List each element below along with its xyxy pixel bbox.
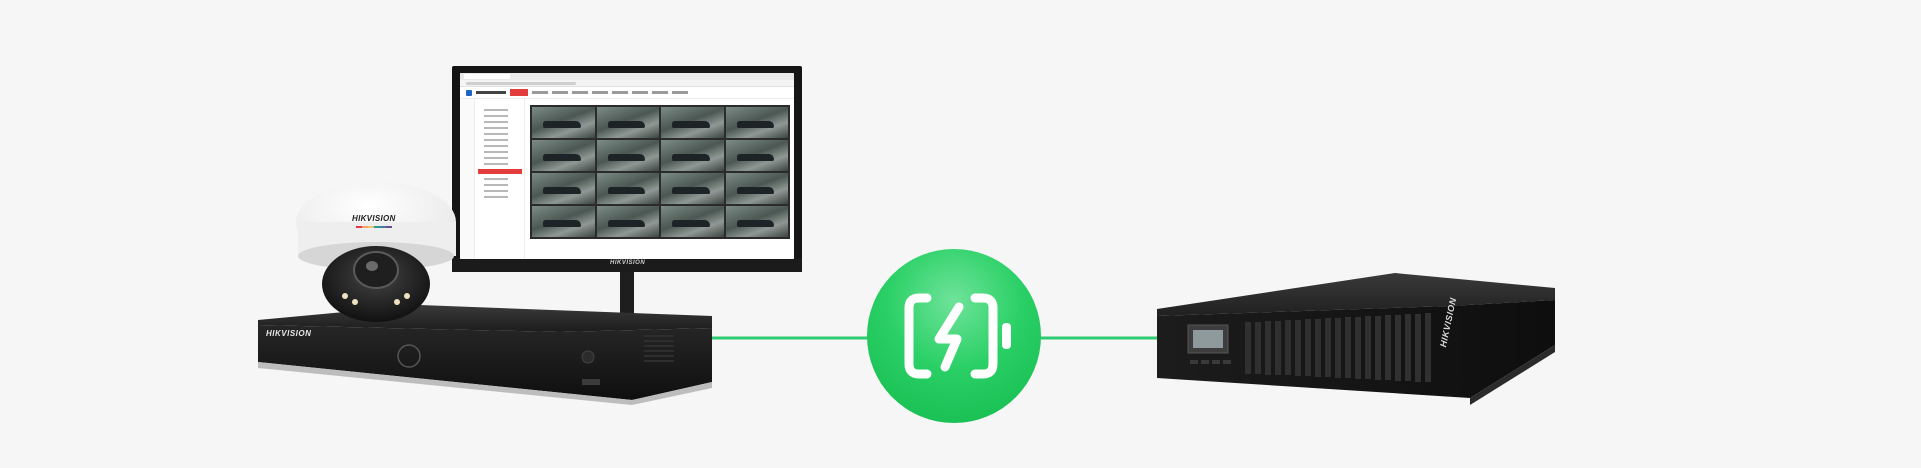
monitor-brand-label: HIKVISION — [610, 260, 646, 266]
screen-left-rail — [460, 99, 475, 259]
screen-titlebar — [460, 73, 794, 80]
screen-live-view — [525, 99, 794, 259]
screen-app-logo — [466, 89, 472, 96]
nvr-brand-label: HIKVISION — [266, 329, 312, 338]
camera-grid — [530, 105, 790, 239]
screen-device-tree — [475, 99, 525, 259]
screen-urlbar — [460, 80, 794, 87]
monitor-screen — [460, 73, 794, 259]
power-badge — [867, 249, 1041, 423]
battery-charging-icon — [904, 293, 1011, 379]
camera-brand-label: HIKVISION — [352, 214, 396, 223]
screen-nav — [460, 87, 794, 99]
